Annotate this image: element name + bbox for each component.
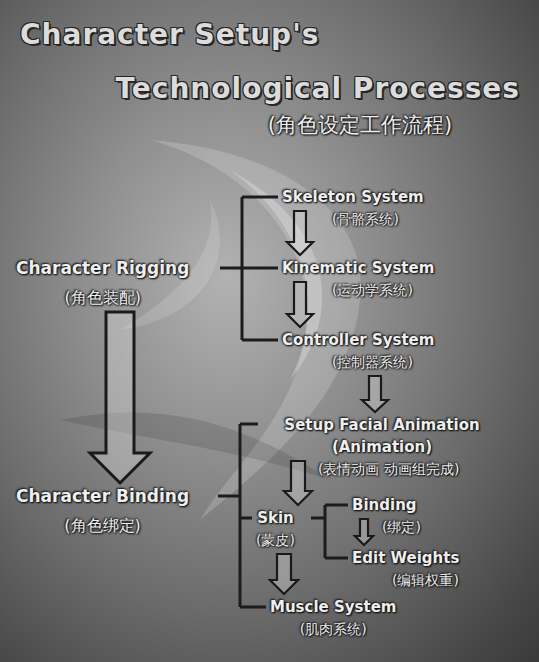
step-name-chinese: (控制器系统)	[282, 351, 434, 373]
step-node: Controller System(控制器系统)	[282, 329, 434, 373]
step-name-chinese: (蒙皮)	[256, 529, 295, 551]
flow-arrow	[284, 461, 312, 505]
flow-arrow	[270, 554, 298, 594]
bracket-line	[218, 197, 348, 607]
step-node: Skeleton System(骨骼系统)	[282, 186, 424, 230]
flow-arrow	[287, 211, 313, 255]
step-node: Kinematic System(运动学系统)	[282, 257, 434, 301]
step-name: Muscle System	[270, 596, 396, 618]
flow-arrow	[287, 282, 313, 327]
step-node: Muscle System(肌肉系统)	[270, 596, 396, 640]
title: Character Setup's Technological Processe…	[20, 8, 520, 116]
step-name-chinese: (绑定)	[352, 516, 421, 538]
flow-arrow	[362, 376, 388, 412]
step-name-chinese: (角色装配)	[16, 287, 189, 309]
step-name-chinese: (表情动画 动画组完成)	[262, 458, 502, 480]
step-node: Character Rigging (角色装配)	[16, 257, 189, 309]
step-name: Kinematic System	[282, 257, 434, 279]
flow-arrow	[90, 312, 150, 483]
step-name-chinese: (编辑权重)	[352, 569, 459, 591]
step-name: Skeleton System	[282, 186, 424, 208]
step-node: Edit Weights(编辑权重)	[352, 547, 459, 591]
step-name: Controller System	[282, 329, 434, 351]
step-node: Skin(蒙皮)	[256, 507, 295, 551]
subtitle: (角色设定工作流程)	[200, 111, 520, 139]
step-node: Setup Facial Animation (Animation)(表情动画 …	[262, 414, 502, 480]
step-name: Character Rigging	[16, 257, 189, 279]
step-name: Setup Facial Animation (Animation)	[262, 414, 502, 458]
step-node: Character Binding (角色绑定)	[16, 485, 189, 537]
step-name: Skin	[256, 507, 295, 529]
step-name-chinese: (运动学系统)	[282, 279, 434, 301]
step-name: Edit Weights	[352, 547, 459, 569]
step-name: Character Binding	[16, 485, 189, 507]
step-name-chinese: (骨骼系统)	[282, 208, 424, 230]
step-name: Binding	[352, 494, 421, 516]
step-name-chinese: (肌肉系统)	[270, 618, 396, 640]
flow-arrow	[355, 519, 373, 545]
step-name-chinese: (角色绑定)	[16, 515, 189, 537]
step-node: Binding(绑定)	[352, 494, 421, 538]
